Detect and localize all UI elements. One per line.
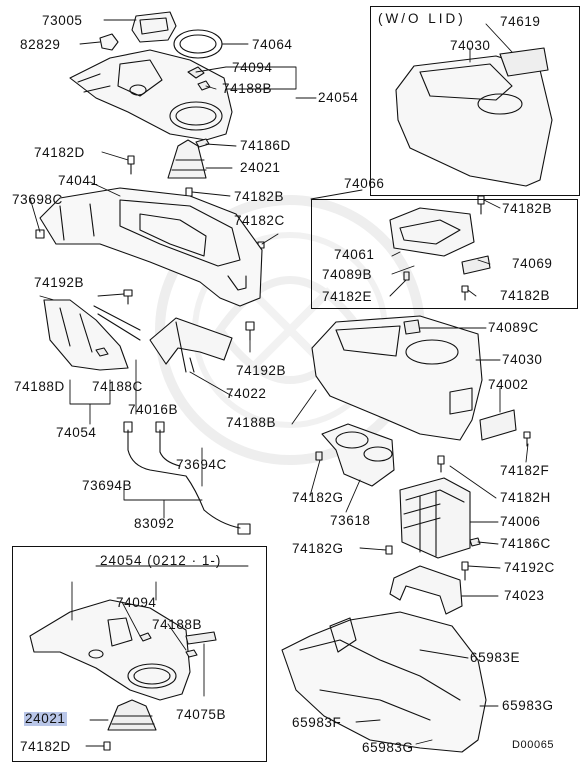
- part-74089C-clip: [403, 319, 421, 335]
- screw-74182D-inset: [103, 741, 111, 751]
- part-74064-ring: [173, 29, 223, 59]
- label-74064: 74064: [252, 37, 293, 52]
- inset-title-24054-variant: 24054 (0212 · 1-): [100, 553, 222, 568]
- label-74054: 74054: [56, 425, 97, 440]
- screw-74182G: [315, 451, 323, 461]
- part-74094-clip: [187, 66, 205, 79]
- screw-74192C: [461, 561, 469, 581]
- part-74022-bracket: [149, 317, 233, 373]
- label-74002: 74002: [488, 377, 529, 392]
- label-24054: 24054: [318, 90, 359, 105]
- screw-74182B: [477, 195, 485, 215]
- screw-74182F: [523, 431, 531, 447]
- label-74016B: 74016B: [128, 402, 179, 417]
- label-82829: 82829: [20, 37, 61, 52]
- label-74192B-a: 74192B: [34, 275, 85, 290]
- label-74182H: 74182H: [500, 490, 551, 505]
- part-74023-bracket: [389, 565, 463, 615]
- part-74186D-clip: [195, 138, 210, 148]
- label-74188C: 74188C: [92, 379, 143, 394]
- label-24021-highlighted[interactable]: 24021: [24, 711, 67, 726]
- screw-74182E: [403, 271, 410, 281]
- label-74188B-inset: 74188B: [152, 617, 203, 632]
- label-74069: 74069: [512, 256, 553, 271]
- label-74094: 74094: [232, 60, 273, 75]
- part-74066-armrest-lid: [389, 207, 491, 275]
- part-74041-console-body: [39, 187, 263, 307]
- label-74182E: 74182E: [322, 289, 373, 304]
- subassembly-box-74066: [311, 199, 578, 309]
- label-74186D: 74186D: [240, 138, 291, 153]
- part-74054-side-panel: [43, 299, 129, 371]
- label-74089B: 74089B: [322, 267, 373, 282]
- part-83092-wire-harness: [123, 421, 251, 535]
- part-24054-console-panel: [69, 49, 233, 141]
- label-73694C: 73694C: [176, 457, 227, 472]
- label-74182D: 74182D: [34, 145, 85, 160]
- label-73618: 73618: [330, 513, 371, 528]
- part-74075B-strip: [185, 631, 217, 645]
- label-74061: 74061: [334, 247, 375, 262]
- label-74041: 74041: [58, 173, 99, 188]
- part-65983-side-trim: [281, 611, 487, 753]
- label-74089C: 74089C: [488, 320, 539, 335]
- part-74030-console-without-lid: [395, 47, 553, 187]
- part-74030-console-box: [311, 315, 483, 441]
- label-74066: 74066: [344, 176, 385, 191]
- label-65983G-b: 65983G: [362, 740, 414, 755]
- label-74182G-b: 74182G: [292, 541, 344, 556]
- label-74188B-mid: 74188B: [226, 415, 277, 430]
- label-83092: 83092: [134, 516, 175, 531]
- part-74016B-bracket: [93, 305, 141, 341]
- label-73698C: 73698C: [12, 192, 63, 207]
- part-74188C-clip: [95, 347, 109, 357]
- label-74030-mid: 74030: [502, 352, 543, 367]
- part-73618-cup-holder: [321, 423, 395, 487]
- part-73005-shift-boot-cover: [131, 11, 177, 43]
- screw-74182G-b: [385, 545, 393, 555]
- label-74186C: 74186C: [500, 536, 551, 551]
- label-74188B-top: 74188B: [222, 81, 273, 96]
- part-82829-clip: [99, 33, 119, 51]
- diagram-id: D00065: [512, 739, 555, 751]
- screw-74182H: [437, 455, 445, 473]
- inset-box-without-lid: [370, 6, 580, 196]
- part-74006-box: [399, 477, 471, 559]
- part-24054-panel-variant: [29, 599, 198, 701]
- label-73694B: 73694B: [82, 478, 133, 493]
- part-24021-shift-boot: [167, 139, 207, 179]
- label-74182C: 74182C: [234, 213, 285, 228]
- label-74182D-inset: 74182D: [20, 739, 71, 754]
- inset-title-without-lid: (W/O LID): [378, 11, 466, 26]
- label-74192B-b: 74192B: [236, 363, 287, 378]
- part-74002-pocket: [479, 409, 517, 441]
- label-74619: 74619: [500, 14, 541, 29]
- label-74188D: 74188D: [14, 379, 65, 394]
- label-73005: 73005: [42, 13, 83, 28]
- label-65983E: 65983E: [470, 650, 521, 665]
- label-74182F: 74182F: [500, 463, 550, 478]
- label-74182B-c: 74182B: [500, 288, 551, 303]
- label-74182B-b: 74182B: [502, 201, 553, 216]
- label-74094-inset: 74094: [116, 595, 157, 610]
- label-74006: 74006: [500, 514, 541, 529]
- label-74192C: 74192C: [504, 560, 555, 575]
- part-74619-lid-cover: [499, 47, 549, 77]
- part-74186C-clip: [469, 537, 481, 547]
- label-74022: 74022: [226, 386, 267, 401]
- label-74023: 74023: [504, 588, 545, 603]
- label-65983G-a: 65983G: [502, 698, 554, 713]
- part-24021-shift-boot-inset: [107, 699, 157, 731]
- label-74182G-a: 74182G: [292, 490, 344, 505]
- leader-lines: [29, 19, 529, 747]
- label-74182B-a: 74182B: [234, 189, 285, 204]
- inset-box-24054-variant: [12, 546, 267, 762]
- label-65983F: 65983F: [292, 715, 342, 730]
- screw-74182B-c: [461, 285, 469, 301]
- label-74075B: 74075B: [176, 707, 227, 722]
- label-24021-top: 24021: [240, 160, 281, 175]
- label-74030-top: 74030: [450, 38, 491, 53]
